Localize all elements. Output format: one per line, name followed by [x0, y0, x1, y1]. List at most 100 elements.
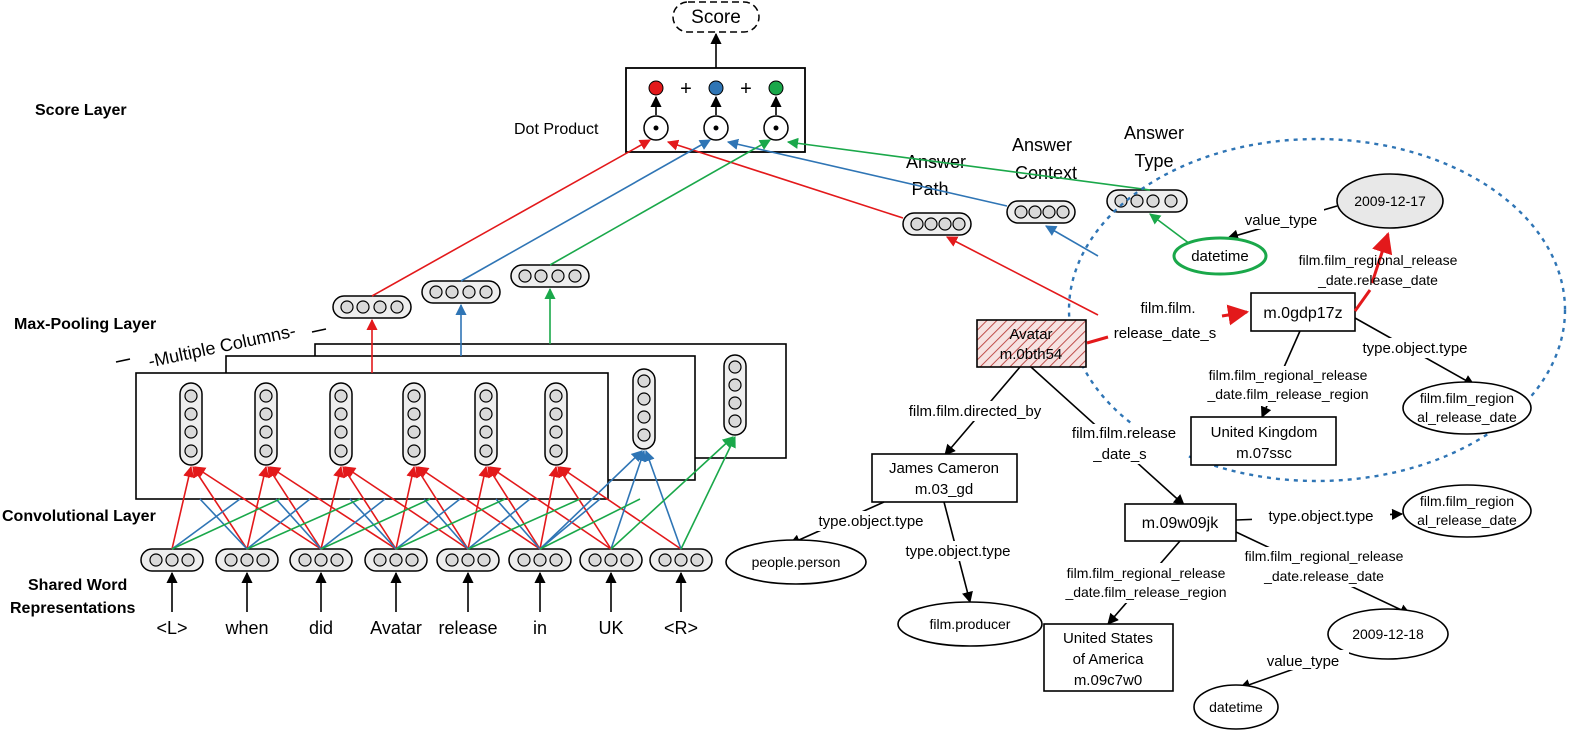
conv-link-blue: [199, 498, 248, 550]
word-vector-cell: [314, 553, 328, 567]
conv-link-red: [344, 466, 469, 550]
region-edge-label-1-b: _date.film_release_region: [1206, 386, 1368, 402]
conv-link-green: [680, 435, 736, 550]
word-vector-cell: [389, 553, 403, 567]
cvt-node-2-label: m.09w09jk: [1142, 515, 1219, 532]
james-cameron-id: m.03_gd: [915, 481, 973, 498]
conv-column-middle: [632, 368, 656, 450]
conv-link-blue: [246, 498, 311, 550]
conv-column: [329, 382, 353, 466]
word-token: did: [309, 618, 333, 638]
maxpool-red-to-dot: [371, 139, 651, 297]
score-node: [672, 1, 760, 33]
word-vector-cell: [149, 553, 163, 567]
conv-link-red: [192, 466, 248, 550]
word-vector-cell: [533, 553, 547, 567]
word-vector-cell: [620, 553, 634, 567]
conv-column-cell: [549, 425, 563, 439]
answer-path-to-dot: [666, 139, 904, 219]
conv-link-green: [246, 498, 361, 550]
conv-link-red: [415, 466, 469, 550]
score-layer-label: Score Layer: [35, 102, 127, 119]
conv-column-capsule: [329, 382, 353, 466]
conv-column-cell: [407, 444, 421, 458]
word-vector-cell: [405, 553, 419, 567]
release-date-s-label-2: release_date_s: [1114, 325, 1217, 342]
conv-column-capsule: [179, 382, 203, 466]
conv-column: [544, 382, 568, 466]
blue-score-dot: [708, 80, 724, 96]
release-date-s-label-1: film.film.: [1141, 300, 1196, 317]
type-object-label-3: type.object.type: [905, 543, 1010, 560]
conv-link-blue: [539, 498, 601, 550]
film-region-node-1-label-2: al_release_date: [1417, 409, 1517, 425]
conv-column-cell: [259, 444, 273, 458]
film-region-node-2-label-2: al_release_date: [1417, 512, 1517, 528]
maxpool-blue-to-dot: [460, 139, 711, 282]
maxpool-red-cell: [390, 300, 404, 314]
word-token: in: [533, 618, 547, 638]
avatar-node-id: m.0bth54: [1000, 346, 1063, 363]
plus-sign-1: +: [680, 78, 692, 100]
conv-column: [179, 382, 203, 466]
conv-column-cell: [407, 389, 421, 403]
word-vector-cell: [240, 553, 254, 567]
conv-layer-label: Convolutional Layer: [2, 508, 156, 525]
james-cameron-node: [871, 453, 1018, 503]
release-date2-label-2: _date.release_date: [1263, 568, 1384, 584]
conv-link-green: [171, 498, 281, 550]
conv-column-middle-capsule: [632, 368, 656, 450]
cvt-to-date-edge: [1353, 289, 1372, 312]
answer-context-cell: [1028, 205, 1042, 219]
answer-type-cell: [1114, 194, 1128, 208]
datetime-node-2-label: datetime: [1209, 699, 1263, 715]
conv-link-blue: [320, 498, 386, 550]
word-tokens: <L> when did Avatar release in UK <R>: [156, 618, 698, 638]
answer-type-to-dot: [786, 137, 1151, 191]
region2-label-2: _date.film_release_region: [1064, 584, 1226, 600]
word-vector-cell: [517, 553, 531, 567]
answer-path-cell: [938, 217, 952, 231]
word-vector: [364, 548, 428, 572]
word-vector: [649, 548, 713, 572]
word-vectors: [140, 548, 713, 572]
conv-link-blue: [395, 498, 461, 550]
release-date-edge-label-1: film.film_regional_release: [1299, 252, 1458, 268]
conv-column-cell: [184, 407, 198, 421]
conv-column-middle-cell: [637, 410, 651, 424]
conv-link-blue: [495, 498, 541, 550]
conv-column-cell: [479, 425, 493, 439]
film-region-node-2-label-1: film.film_region: [1420, 493, 1514, 509]
dot-operator-1-center: [653, 125, 659, 131]
conv-link-blue: [423, 498, 469, 550]
word-vector-cell: [604, 553, 618, 567]
word-vector-cell: [477, 553, 491, 567]
red-score-dot: [648, 80, 664, 96]
value-type-label-2-bg: [1257, 650, 1349, 670]
maxpool-blue-cell: [479, 285, 493, 299]
word-vector-cell: [224, 553, 238, 567]
conv-column-capsule: [474, 382, 498, 466]
shared-word-label-1: Shared Word: [28, 577, 127, 594]
datetime-node-1: [1172, 236, 1268, 276]
conv-link-red: [194, 466, 322, 550]
conv-frame-front: [135, 372, 609, 500]
maxpool-green-cell: [534, 269, 548, 283]
conv-column-cell: [334, 444, 348, 458]
green-score-dot: [768, 80, 784, 96]
answer-path-cell: [952, 217, 966, 231]
conv-link-blue: [539, 450, 643, 550]
conv-column-capsule: [544, 382, 568, 466]
conv-column-cell: [479, 444, 493, 458]
avatar-to-answer-path: [946, 236, 1099, 316]
value-type-label-1: value_type: [1245, 212, 1318, 229]
conv-link-red: [246, 465, 270, 550]
datetime-node-1-label: datetime: [1191, 248, 1249, 265]
multiple-columns-dash-left: [115, 358, 131, 363]
conv-column-back-cell: [728, 360, 742, 374]
type-object-label-4: type.object.type: [1268, 508, 1373, 525]
conv-link-green: [467, 498, 581, 550]
word-vector-cell: [165, 553, 179, 567]
conv-link-red: [395, 465, 418, 550]
conv-column-cell: [259, 389, 273, 403]
